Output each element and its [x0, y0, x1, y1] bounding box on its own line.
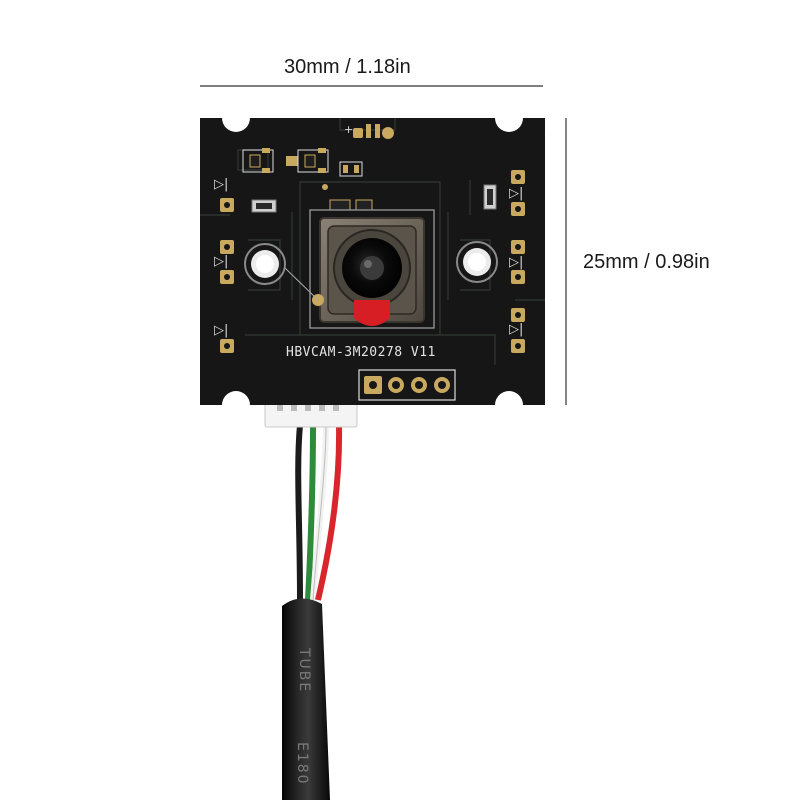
svg-text:+: +: [344, 123, 353, 136]
lens-focus-tab: [354, 300, 390, 326]
cable-wires: [295, 424, 343, 601]
pcb-traces: [200, 118, 545, 365]
height-dimension-label: 25mm / 0.98in: [583, 251, 710, 273]
svg-text:▷|: ▷|: [214, 323, 228, 338]
cable-jacket: TUBE E180: [282, 598, 330, 800]
svg-text:▷|: ▷|: [214, 254, 228, 269]
left-pads: ▷| ▷| ▷|: [214, 177, 234, 353]
camera-lens-assembly: [284, 209, 435, 329]
right-pads: ▷| ▷| ▷|: [509, 170, 525, 353]
svg-text:▷|: ▷|: [509, 255, 523, 270]
cable-print-code: E180: [294, 742, 310, 786]
svg-text:▷|: ▷|: [509, 322, 523, 337]
board-model-text: HBVCAM-3M20278 V11: [286, 345, 436, 360]
bottom-header-pads: [358, 369, 456, 401]
width-dimension-label: 30mm / 1.18in: [284, 56, 411, 78]
wire-connector: [264, 402, 358, 428]
svg-text:▷|: ▷|: [509, 186, 523, 201]
mounting-hole-left: [244, 243, 286, 285]
svg-text:▷|: ▷|: [214, 177, 228, 192]
top-components: +: [242, 123, 497, 213]
cable-print-tube: TUBE: [296, 647, 312, 693]
mounting-hole-right: [456, 241, 498, 283]
